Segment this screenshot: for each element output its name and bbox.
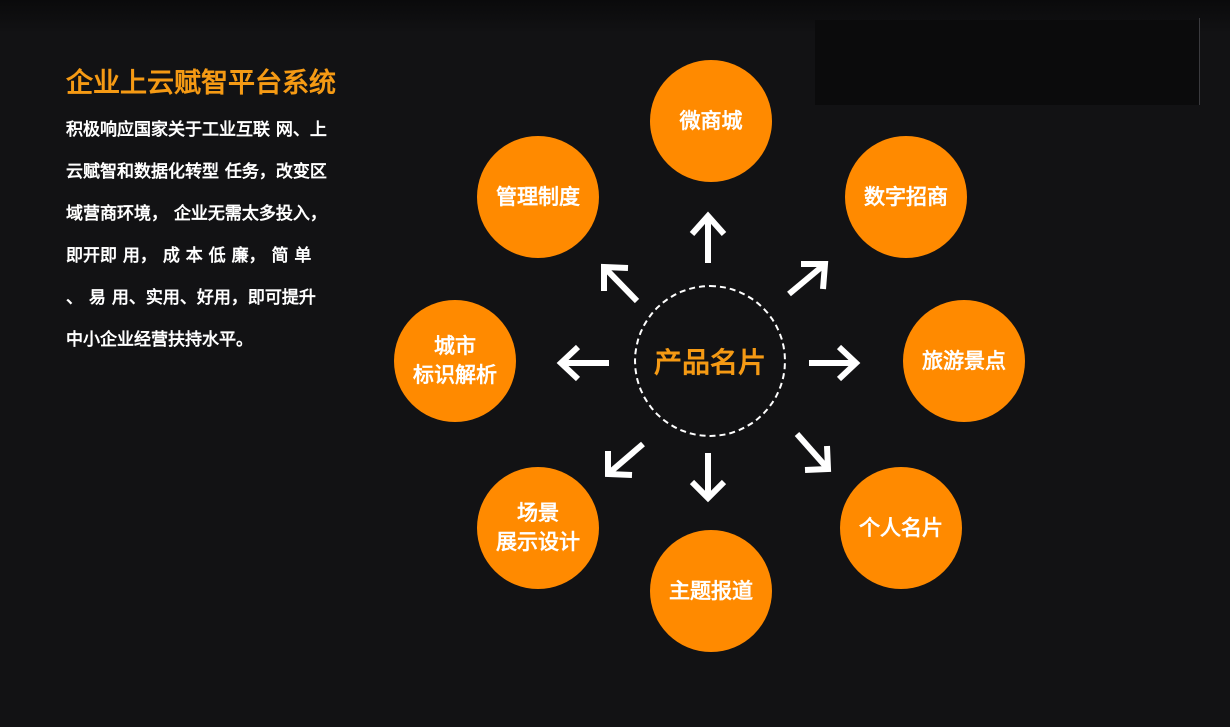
center-dashed-ring: 产品名片 <box>634 285 786 437</box>
node-label: 标识解析 <box>413 363 497 387</box>
node-label: 个人名片 <box>859 515 943 540</box>
node-label: 管理制度 <box>496 184 580 209</box>
corner-panel <box>815 20 1199 105</box>
center-label: 产品名片 <box>653 346 766 379</box>
arrow-down-left-icon <box>605 441 645 478</box>
node-label: 场景 <box>517 501 559 525</box>
node-zhu-ti-bao-dao[interactable]: 主题报道 <box>650 530 772 652</box>
node-wei-shang-cheng[interactable]: 微商城 <box>650 60 772 182</box>
description-line: 、 易 用、实用、好用，即可提升 <box>66 288 316 308</box>
node-lv-you-jing-dian[interactable]: 旅游景点 <box>903 300 1025 422</box>
node-label: 展示设计 <box>496 530 580 554</box>
description-line: 积极响应国家关于工业互联 网、上 <box>66 120 327 140</box>
arrow-up-left-icon <box>601 263 640 304</box>
node-shu-zi-zhao-shang[interactable]: 数字招商 <box>845 136 967 258</box>
node-guan-li-zhi-du[interactable]: 管理制度 <box>477 136 599 258</box>
node-chang-jing-zhan-shi[interactable]: 场景 展示设计 <box>477 467 599 589</box>
node-label: 数字招商 <box>864 184 948 209</box>
description-line: 中小企业经营扶持水平。 <box>66 330 253 350</box>
page-title: 企业上云赋智平台系统 <box>66 68 336 99</box>
arrow-down-right-icon <box>794 432 832 473</box>
intro-panel: 企业上云赋智平台系统 积极响应国家关于工业互联 网、上 云赋智和数据化转型 任务… <box>66 64 356 370</box>
arrow-right-icon <box>809 344 861 382</box>
node-label: 主题报道 <box>669 578 753 603</box>
description-line: 云赋智和数据化转型 任务，改变区 <box>66 162 327 182</box>
description-line: 即开即 用， 成 本 低 廉， 简 单 <box>66 246 312 266</box>
arrow-left-icon <box>556 344 609 382</box>
intro-description: 积极响应国家关于工业互联 网、上 云赋智和数据化转型 任务，改变区 域营商环境，… <box>66 118 356 370</box>
node-label: 微商城 <box>679 108 743 133</box>
corner-divider <box>1199 18 1200 105</box>
node-ge-ren-ming-pian[interactable]: 个人名片 <box>840 467 962 589</box>
arrow-up-icon <box>689 211 727 263</box>
node-label: 旅游景点 <box>922 348 1006 373</box>
node-cheng-shi-biao-shi[interactable]: 城市 标识解析 <box>394 300 516 422</box>
node-label: 城市 <box>434 334 476 358</box>
arrow-up-right-icon <box>787 261 829 297</box>
arrow-down-icon <box>689 453 727 503</box>
description-line: 域营商环境， 企业无需太多投入， <box>66 204 327 224</box>
